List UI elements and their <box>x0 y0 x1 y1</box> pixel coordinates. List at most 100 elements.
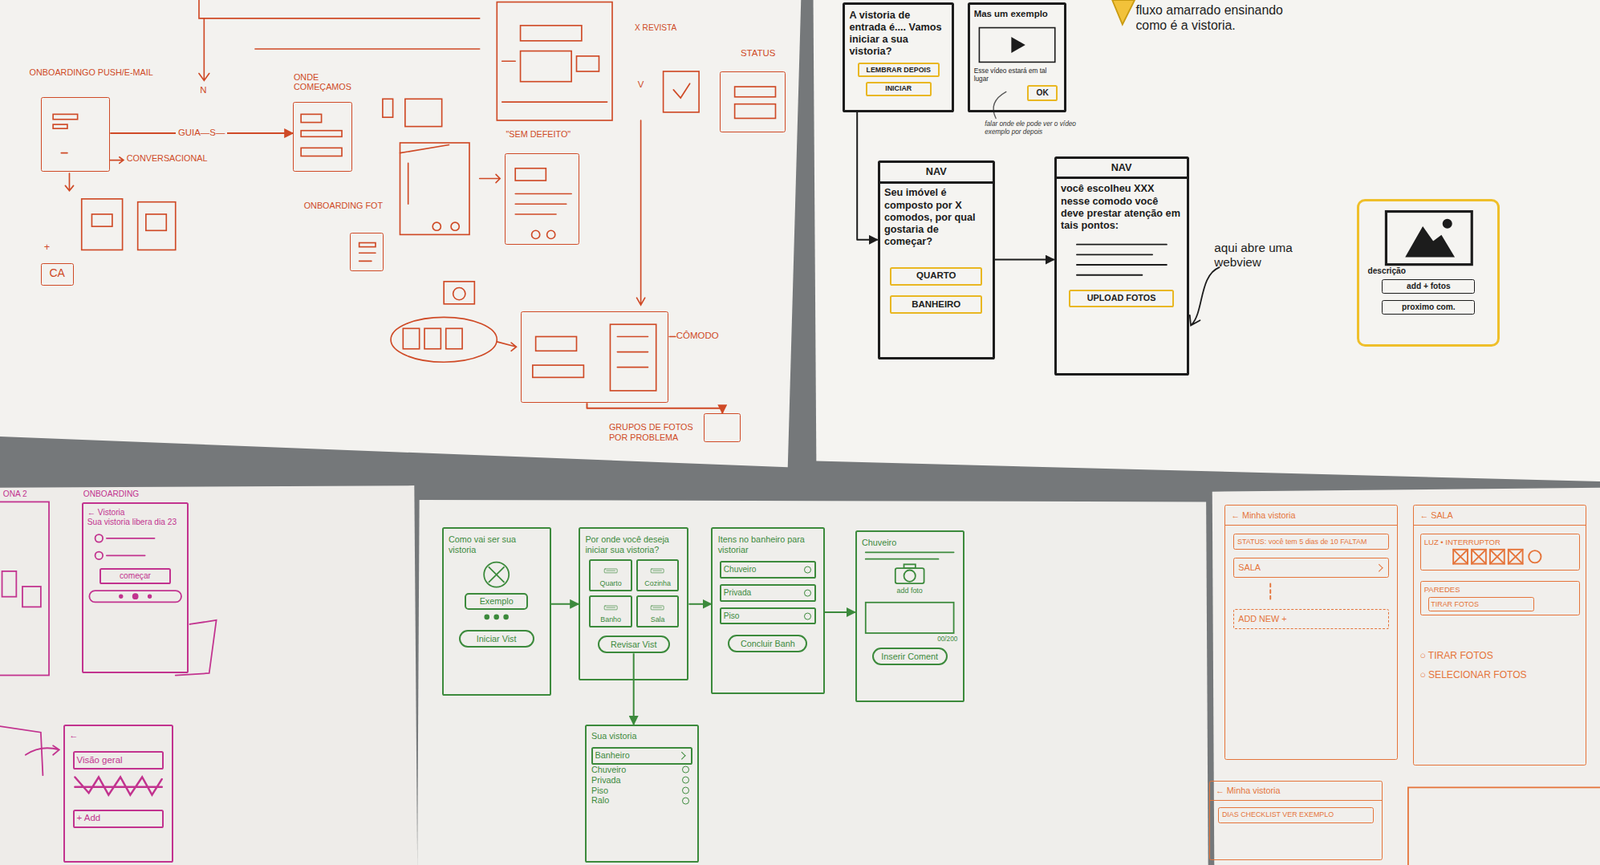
sketch-screen: Itens no banheiro para vistoriarChuveiro… <box>710 527 825 694</box>
sketch-icon <box>592 599 629 616</box>
sketch-button: Quarto <box>588 559 632 592</box>
sketch-text: DIAS CHECKLIST VER EXEMPLO <box>1222 810 1370 820</box>
sketch-button: Privada <box>719 584 816 602</box>
sketch-icon <box>974 22 1060 68</box>
sketch-button: TIRAR FOTOS <box>1428 596 1536 612</box>
sketch-text: Privada <box>591 775 693 786</box>
sketch-text: add + fotos <box>1384 281 1473 292</box>
sketch-button: ADD NEW + <box>1233 609 1389 630</box>
sketch-text: Por onde você deseja iniciar sua vistori… <box>584 534 683 556</box>
sketch-screen: CA <box>40 263 74 286</box>
sketch-button: começar <box>99 568 171 585</box>
sketch-note: V <box>637 79 653 91</box>
sketch-text: você escolheu XXX nesse comodo você deve… <box>1056 178 1187 235</box>
sketch-icon <box>1424 546 1576 567</box>
flow-arrow <box>994 259 1055 261</box>
sketch-screen: Como vai ser sua vistoriaExemploIniciar … <box>442 527 552 696</box>
sketch-heading: ONDE COMEÇAMOS <box>293 72 376 93</box>
sketch-text: LEMBRAR DEPOIS <box>860 65 937 75</box>
sketch-button: UPLOAD FOTOS <box>1068 289 1174 308</box>
sketch-heading: GRUPOS DE FOTOS POR PROBLEMA <box>609 422 701 443</box>
sketch-text: ← Minha vistoria <box>1210 781 1382 801</box>
sketch-text: ADD NEW + <box>1238 613 1385 625</box>
paper-sheet <box>417 499 1209 865</box>
sketch-button: Inserir Coment <box>872 647 948 666</box>
sketch-text: Mas um exemplo <box>974 8 1060 21</box>
check-circle <box>682 766 690 774</box>
sketch-text: INICIAR <box>869 84 929 94</box>
sketch-text: ○ TIRAR FOTOS <box>1413 645 1586 666</box>
sketch-text: Concluir Banh <box>731 638 805 650</box>
sketch-text: SALA <box>1238 562 1370 573</box>
sketch-button: Cozinha <box>636 559 679 592</box>
sketch-note: aqui abre uma webview <box>1214 240 1342 271</box>
sketch-text: Privada <box>723 588 799 598</box>
sketch-screen: ← Minha vistoriaDIAS CHECKLIST VER EXEMP… <box>1209 780 1383 861</box>
sketch-heading: ONBOARDING <box>83 489 196 500</box>
flow-arrow <box>824 611 856 614</box>
sketch-screen: NAVSeu imóvel é composto por X comodos, … <box>877 160 995 360</box>
sketch-screen: Sua vistoriaBanheiroChuveiroPrivadaPisoR… <box>584 724 699 863</box>
sketch-button: Revisar Vist <box>597 635 671 654</box>
sketch-button: LEMBRAR DEPOIS <box>857 62 940 78</box>
sketch-text: começar <box>102 571 168 581</box>
sketch-text: OK <box>1030 88 1055 98</box>
sketch-text: LUZ • INTERRUPTOR <box>1424 537 1576 547</box>
check-circle <box>682 787 690 795</box>
check-circle <box>682 776 690 784</box>
sketch-text: A vistoria de entrada é.... Vamos inicia… <box>848 8 947 58</box>
sketch-text: Chuveiro <box>591 764 693 776</box>
flow-arrow <box>551 603 579 606</box>
sketch-text: 00/200 <box>861 635 958 644</box>
sketch-button: STATUS: você tem 5 dias de 10 FALTAM <box>1233 533 1389 550</box>
sketch-heading: ONBOARDINGO PUSH/E-MAIL <box>29 67 158 78</box>
sketch-icon <box>448 609 545 625</box>
sketch-text: Sua vistoria libera dia 23 <box>87 517 183 528</box>
sketch-screen: ONDE COMEÇAMOS <box>292 101 353 171</box>
sketch-button: Banho <box>588 595 632 628</box>
sketch-icon <box>861 548 958 563</box>
sketch-text: ○ SELECIONAR FOTOS <box>1413 665 1586 686</box>
flow-arrow <box>856 112 878 240</box>
sketch-button: Piso <box>719 607 816 625</box>
sketch-text: Exemplo <box>467 596 525 607</box>
sketch-screen: ONBOARDING FOT <box>349 232 384 272</box>
sketch-screen: STATUS <box>719 71 787 133</box>
sketch-screen: ONBOARDING← VistoriaSua vistoria libera … <box>81 502 190 675</box>
check-circle <box>804 588 812 597</box>
sketch-button: BANHEIRO <box>889 295 983 314</box>
sketch-text: Inserir Coment <box>875 651 944 662</box>
sketch-text: QUARTO <box>893 270 979 282</box>
sketch-text: Cozinha <box>639 579 675 589</box>
sketch-note: + <box>44 240 59 253</box>
sketch-button: add + fotos <box>1381 279 1475 294</box>
sketch-icon <box>1056 238 1187 280</box>
sketch-text: Sua vistoria <box>591 730 693 742</box>
sketch-icon <box>861 561 958 587</box>
flow-arrow <box>587 402 723 414</box>
sketch-text: ← Minha vistoria <box>1225 505 1397 525</box>
sketch-screen: NAVvocê escolheu XXX nesse comodo você d… <box>1054 156 1190 376</box>
sketch-button: INICIAR <box>865 81 932 98</box>
paper-sheet <box>813 0 1600 482</box>
sketch-button: proximo com. <box>1381 300 1475 315</box>
sketch-button: Visão geral <box>73 751 164 770</box>
sketch-button: Concluir Banh <box>727 634 808 653</box>
sketch-text: Chuveiro <box>861 537 958 549</box>
sketch-note: ONA 2 <box>3 489 55 500</box>
sketch-text: ← Vistoria <box>87 507 183 518</box>
sketch-note: N <box>199 85 220 97</box>
red-sketch <box>52 0 776 391</box>
sketch-icon <box>448 559 545 590</box>
sketch-heading: ONBOARDING FOT <box>304 200 390 211</box>
sketch-text: Esse vídeo estará em tal lugar <box>974 67 1060 84</box>
sketch-text: PAREDES <box>1424 584 1576 594</box>
sketch-text: Banho <box>592 615 629 625</box>
sketch-screen: ONBOARDINGO PUSH/E-MAIL <box>40 97 110 172</box>
sketch-note: falar onde ele pode ver o vídeo exemplo … <box>984 120 1102 137</box>
sketch-text: Banheiro <box>595 750 675 761</box>
sketch-screen: descriçãoadd + fotosproximo com. <box>1356 198 1500 347</box>
